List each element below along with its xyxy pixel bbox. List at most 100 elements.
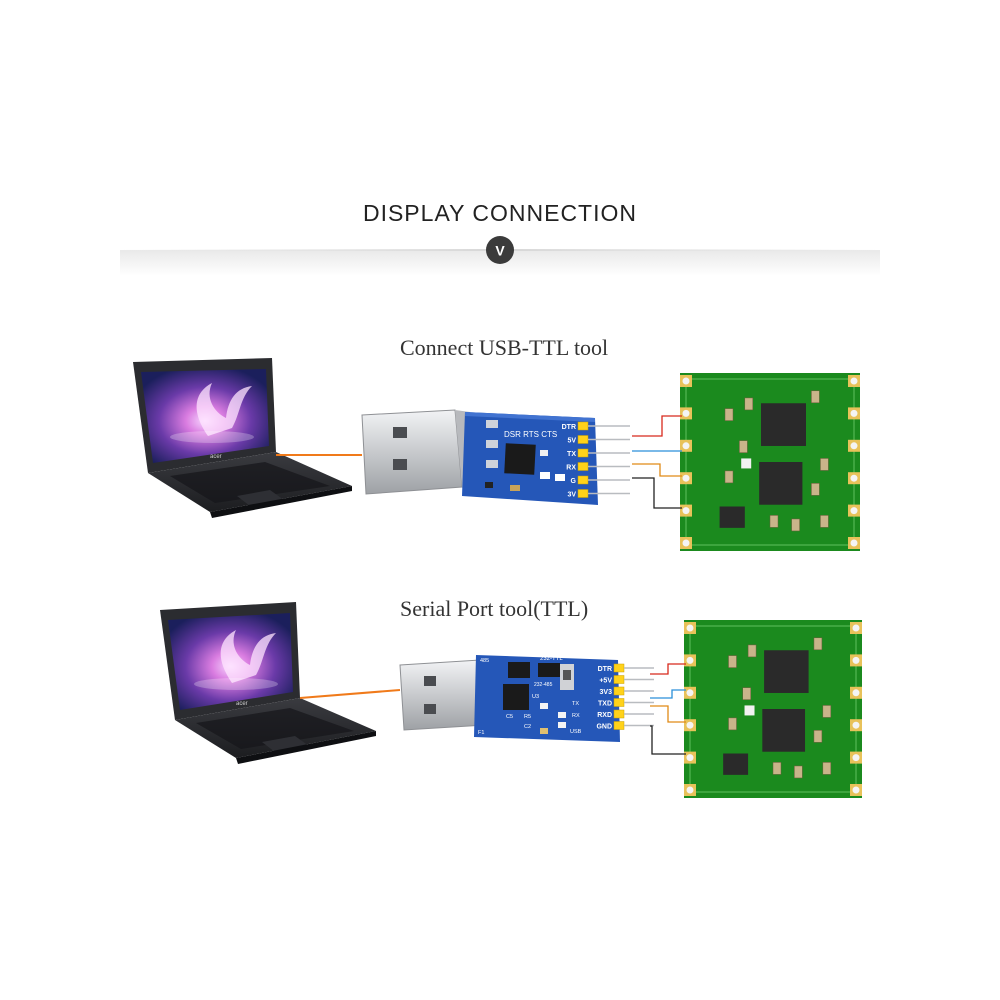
smd-component xyxy=(813,730,823,743)
pad-hole xyxy=(686,656,694,664)
pin-label-3v3: 3V3 xyxy=(600,689,613,696)
silkscreen-label: USB xyxy=(570,729,582,735)
pin-label-rxd: RXD xyxy=(597,712,612,719)
pin-header xyxy=(613,663,625,673)
pin-header xyxy=(613,709,625,719)
smd-component xyxy=(820,458,829,471)
pin-label-5v: 5V xyxy=(567,438,576,445)
wire-red xyxy=(632,415,682,437)
module-chip xyxy=(762,709,806,752)
sensor-module-1 xyxy=(680,373,860,551)
module-chip xyxy=(764,650,809,693)
pin-label-dtr: DTR xyxy=(562,424,576,431)
smd-component xyxy=(742,687,751,700)
wire-red xyxy=(650,663,686,675)
pad-hole xyxy=(682,539,690,547)
smd-component xyxy=(724,470,734,484)
adapter-sub-label: 232-485 xyxy=(534,682,553,688)
badge-glyph: V xyxy=(495,243,505,259)
smd-component xyxy=(747,644,757,658)
smd-component xyxy=(820,515,829,528)
laptop-1: acer xyxy=(133,358,352,518)
pad-hole xyxy=(852,689,860,697)
laptop-2: acer xyxy=(160,602,376,764)
module-chip xyxy=(759,462,803,505)
pad-hole xyxy=(682,507,690,515)
silkscreen-label: U3 xyxy=(532,694,539,700)
pad-hole xyxy=(686,786,694,794)
pad-hole xyxy=(686,624,694,632)
smd-component xyxy=(769,515,779,528)
pad-hole xyxy=(682,377,690,385)
wire-blue xyxy=(650,689,686,699)
pad-hole xyxy=(852,754,860,762)
module-regulator xyxy=(723,753,749,775)
silkscreen-label: R5 xyxy=(524,714,531,720)
smd-component xyxy=(794,765,803,779)
pad-hole xyxy=(850,442,858,450)
laptop-brand: acer xyxy=(236,701,248,707)
pad-hole xyxy=(682,474,690,482)
module-chip xyxy=(761,403,806,446)
smd-component xyxy=(744,397,754,411)
silkscreen-label: TX xyxy=(572,701,579,707)
smd-component xyxy=(791,518,800,532)
pin-label-5v: +5V xyxy=(599,678,612,685)
smd-component xyxy=(772,762,782,775)
pad-hole xyxy=(850,409,858,417)
pad-hole xyxy=(686,689,694,697)
pad-hole xyxy=(850,377,858,385)
wire-orange xyxy=(632,463,682,477)
pin-header xyxy=(613,721,625,730)
pin-header xyxy=(613,698,625,707)
silkscreen-label: C2 xyxy=(524,724,531,730)
wire-orange xyxy=(650,705,686,723)
smd-component xyxy=(741,458,752,469)
pad-hole xyxy=(682,442,690,450)
pad-hole xyxy=(850,539,858,547)
laptop-brand: acer xyxy=(210,454,222,460)
silkscreen-label: C5 xyxy=(506,714,513,720)
module-trace-outline xyxy=(689,625,857,793)
pad-hole xyxy=(852,721,860,729)
smd-component xyxy=(811,390,820,404)
adapter-chip xyxy=(503,684,529,710)
diagram-1-wires xyxy=(632,415,682,509)
pin-label-gnd: GND xyxy=(596,724,612,731)
pin-header xyxy=(613,686,625,696)
pin-label-tx: TX xyxy=(567,451,576,458)
serial-port-adapter: 232-TTL 232-485 xyxy=(474,655,620,742)
pin-header xyxy=(613,675,625,684)
pin-label-dtr: DTR xyxy=(598,666,612,673)
silkscreen-label: F1 xyxy=(478,730,484,736)
pad-hole xyxy=(850,507,858,515)
smd-component xyxy=(739,440,748,453)
smd-component xyxy=(728,655,737,668)
usb-cable xyxy=(299,689,401,699)
pin-label-3v: 3V xyxy=(567,492,576,499)
smd-component xyxy=(822,762,832,775)
pin-label-g: G xyxy=(571,478,577,485)
diagram-1-caption: Connect USB-TTL tool xyxy=(400,335,609,360)
smd-component xyxy=(822,705,832,718)
chevron-badge-icon xyxy=(486,236,514,264)
pad-hole xyxy=(852,624,860,632)
smd-component xyxy=(813,637,823,651)
smd-component xyxy=(811,483,820,496)
pad-hole xyxy=(852,656,860,664)
pad-hole xyxy=(686,721,694,729)
pad-hole xyxy=(686,754,694,762)
sensor-module-2 xyxy=(684,620,862,798)
module-trace-outline xyxy=(685,378,855,546)
pad-hole xyxy=(850,474,858,482)
diagram-2-caption: Serial Port tool(TTL) xyxy=(400,596,589,621)
pad-hole xyxy=(682,409,690,417)
pad-hole xyxy=(852,786,860,794)
